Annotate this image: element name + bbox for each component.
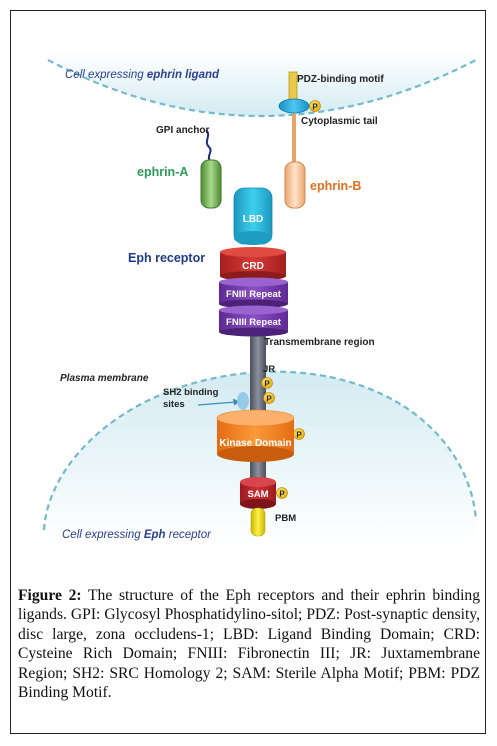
sh2-label-line1: SH2 binding [163, 387, 219, 398]
sh2-binding-site [237, 392, 249, 410]
svg-text:P: P [312, 103, 318, 112]
crd-domain: CRD [220, 247, 286, 281]
svg-text:FNIII Repeat: FNIII Repeat [226, 317, 282, 328]
ephrin-b-molecule [278, 71, 310, 209]
top-cell [47, 52, 477, 118]
lbd-domain: LBD [233, 187, 273, 245]
figure-frame [10, 10, 486, 734]
cytoplasmic-tail-label: Cytoplasmic tail [301, 116, 378, 127]
sam-domain: SAM [240, 477, 276, 509]
jr-label: JR [263, 364, 275, 375]
top-cell-label: Cell expressing ephrin ligand [65, 69, 220, 81]
gpi-anchor [205, 129, 212, 163]
pdz-binding-motif [278, 98, 310, 114]
phospho-jr-1: P [261, 377, 273, 389]
svg-text:SAM: SAM [247, 489, 268, 500]
caption-text: The structure of the Eph receptors and t… [18, 587, 481, 702]
gpi-anchor-label: GPI anchor [156, 125, 209, 136]
svg-text:FNIII Repeat: FNIII Repeat [226, 289, 282, 300]
sh2-arrow [197, 401, 237, 406]
phospho-jr-2: P [263, 392, 275, 404]
bottom-cell-label: Cell expressing Eph receptor [62, 529, 212, 541]
figure-caption: Figure 2: The structure of the Eph recep… [18, 586, 480, 702]
caption-heading: Figure 2: [18, 587, 82, 604]
pdz-binding-motif-label: PDZ-binding motif [297, 74, 384, 85]
ephrin-a-label: ephrin-A [137, 165, 188, 179]
kinase-domain: Kinase Domain [216, 409, 295, 462]
svg-text:P: P [264, 380, 270, 389]
eph-receptor-label: Eph receptor [128, 251, 205, 265]
svg-text:P: P [296, 431, 302, 440]
ephrin-a-molecule [200, 159, 222, 209]
pbm-label: PBM [275, 513, 296, 524]
svg-text:CRD: CRD [242, 261, 264, 272]
svg-text:LBD: LBD [243, 214, 264, 225]
fniii-repeat-1: FNIII Repeat [219, 277, 288, 309]
ephrin-b-label: ephrin-B [310, 179, 361, 193]
phospho-sam: P [276, 487, 288, 499]
svg-text:P: P [266, 395, 272, 404]
svg-text:Kinase Domain: Kinase Domain [219, 438, 291, 449]
svg-text:P: P [279, 490, 285, 499]
transmembrane-region-label: Transmembrane region [264, 337, 375, 348]
plasma-membrane-label: Plasma membrane [60, 373, 149, 384]
sh2-label-line2: sites [163, 399, 185, 410]
phospho-kinase: P [293, 428, 305, 440]
fniii-repeat-2: FNIII Repeat [219, 305, 288, 337]
eph-receptor-diagram: Cell expressing ephrin ligand Cell expre… [42, 52, 478, 544]
pbm-motif [250, 507, 266, 537]
phospho-ephrin-b: P [309, 100, 321, 112]
